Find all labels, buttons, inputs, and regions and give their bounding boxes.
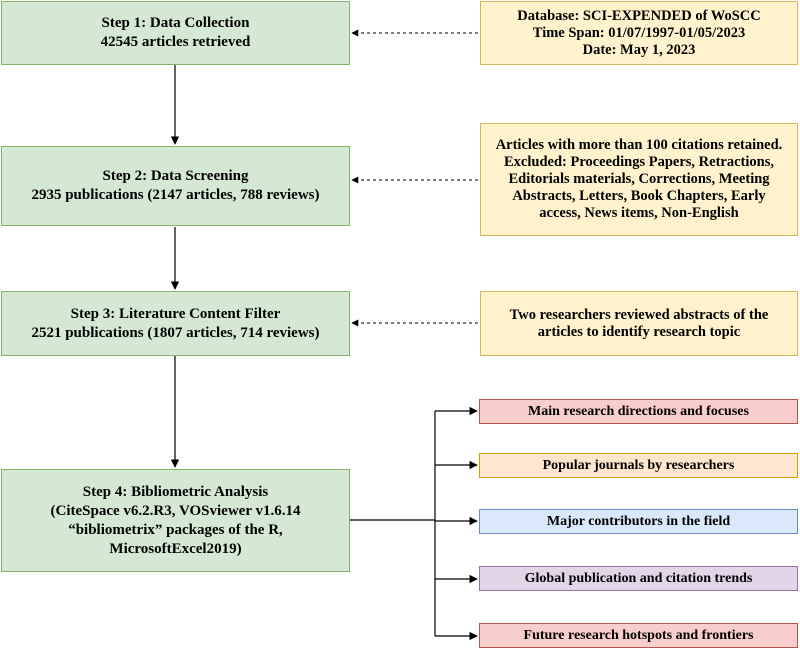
step-3-title: Step 3: Literature Content Filter [70,305,281,322]
output-research-directions: Main research directions and focuses [479,399,798,424]
step-2-detail: 2935 publications (2147 articles, 788 re… [31,187,320,203]
step-4-title: Step 4: Bibliometric Analysis [82,483,269,500]
step-4-box: Step 4: Bibliometric Analysis (CiteSpace… [1,469,350,572]
output-publication-trends: Global publication and citation trends [479,566,798,591]
step-4-line-3: MicrosoftExcel2019) [109,540,242,557]
note-content-filter: Two researchers reviewed abstracts of th… [480,291,798,356]
output-2-label: Popular journals by researchers [542,458,735,473]
step-1-detail: 42545 articles retrieved [100,34,251,50]
output-4-label: Global publication and citation trends [524,571,753,586]
output-future-hotspots: Future research hotspots and frontiers [479,623,798,648]
output-3-label: Major contributors in the field [546,514,731,529]
note-2-line-2: Excluded: Proceedings Papers, Retraction… [504,154,774,170]
step-2-title: Step 2: Data Screening [102,168,249,184]
note-3-line-2: articles to identify research topic [537,323,741,340]
output-1-label: Main research directions and focuses [528,404,749,419]
note-data-screening: Articles with more than 100 citations re… [480,123,798,236]
step-4-line-1: (CiteSpace v6.2.R3, VOSviewer v1.6.14 [50,502,301,519]
step-1-title: Step 1: Data Collection [101,15,250,31]
step-1-box: Step 1: Data Collection 42545 articles r… [1,1,350,65]
note-1-line-3: Date: May 1, 2023 [582,41,696,58]
step-2-box: Step 2: Data Screening 2935 publications… [1,146,350,226]
note-2-line-3: Editorials materials, Corrections, Meeti… [508,171,770,187]
note-2-line-5: access, News items, Non-English [539,205,739,221]
note-2-line-1: Articles with more than 100 citations re… [495,137,783,153]
note-3-line-1: Two researchers reviewed abstracts of th… [509,306,769,323]
note-1-line-2: Time Span: 01/07/1997-01/05/2023 [532,24,746,41]
output-popular-journals: Popular journals by researchers [479,453,798,478]
note-data-collection: Database: SCI-EXPENDED of WoSCC Time Spa… [480,1,798,65]
output-5-label: Future research hotspots and frontiers [523,628,754,643]
note-1-line-1: Database: SCI-EXPENDED of WoSCC [517,7,761,24]
output-major-contributors: Major contributors in the field [479,509,798,534]
note-2-line-4: Abstracts, Letters, Book Chapters, Early [512,188,766,204]
step-4-line-2: “bibliometrix” packages of the R, [68,521,283,538]
step-3-box: Step 3: Literature Content Filter 2521 p… [1,291,350,356]
step-3-detail: 2521 publications (1807 articles, 714 re… [31,324,320,341]
